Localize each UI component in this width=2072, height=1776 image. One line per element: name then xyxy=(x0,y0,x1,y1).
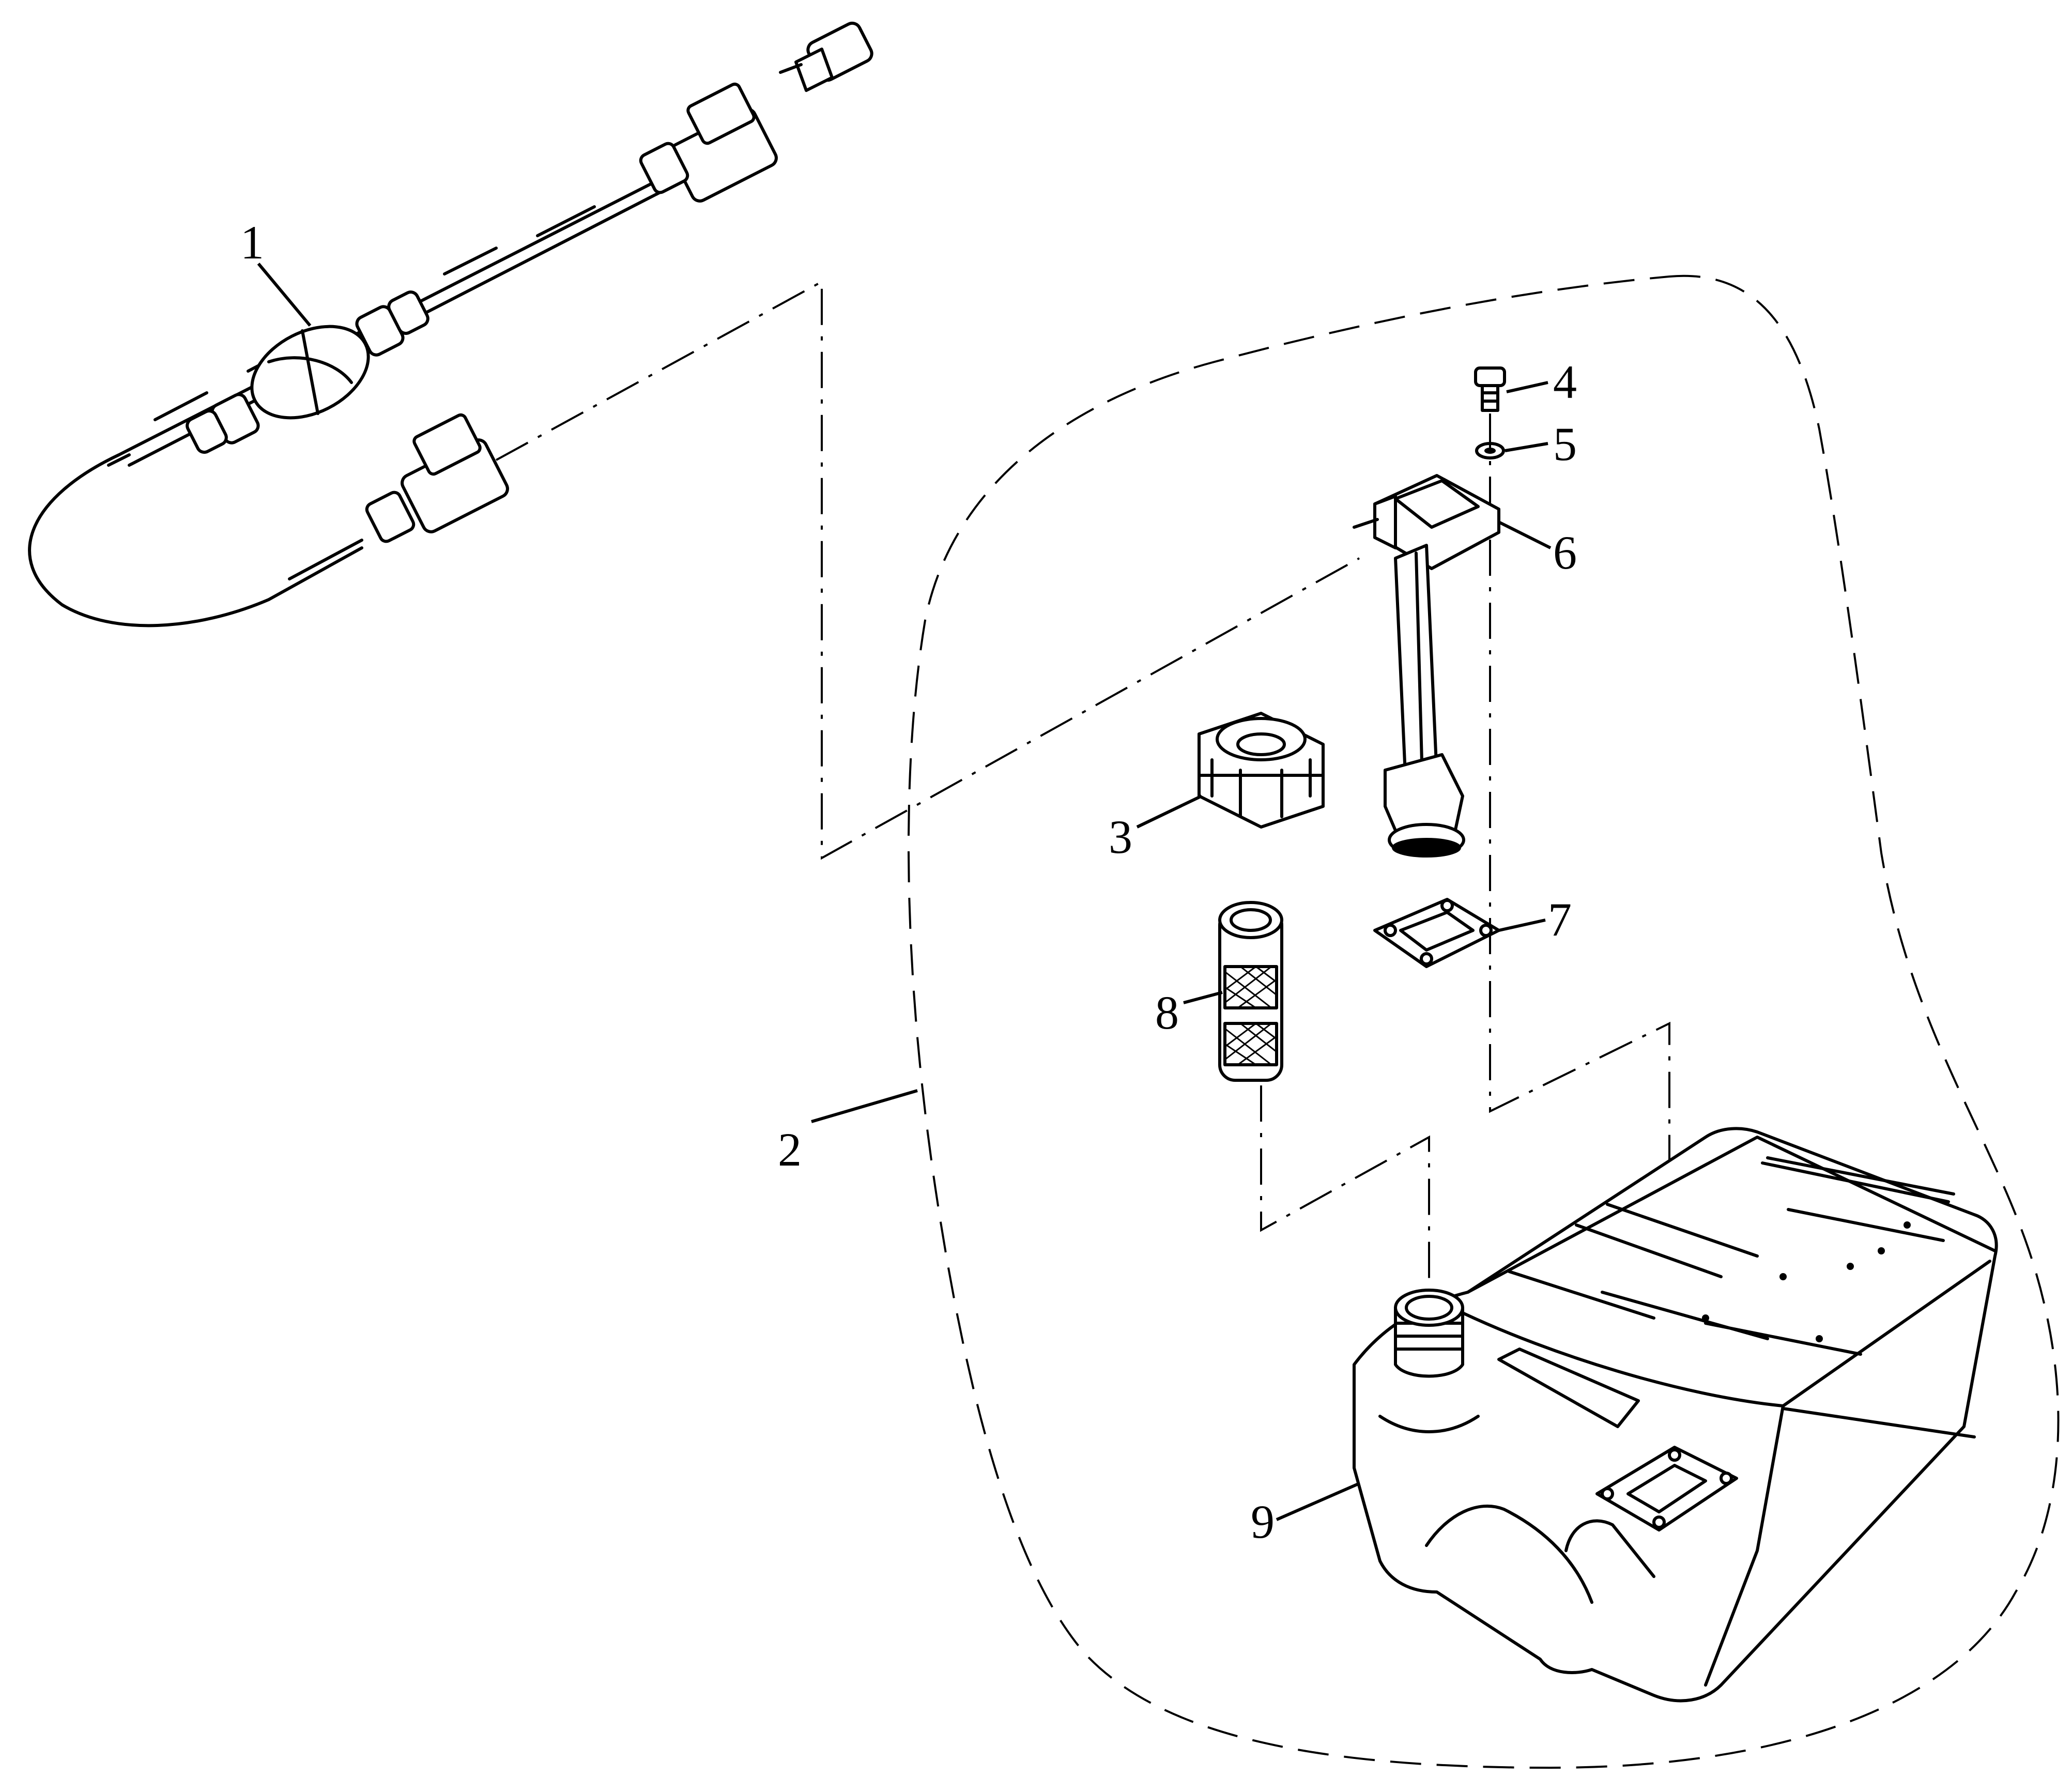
label-panel xyxy=(1497,1348,1640,1428)
float xyxy=(1198,712,1325,829)
screw xyxy=(1474,366,1506,412)
leader-3 xyxy=(1136,794,1203,829)
leader-7 xyxy=(1498,918,1546,932)
leader-2 xyxy=(811,1089,918,1123)
callout-8: 8 xyxy=(1155,986,1179,1039)
fuel-pickup-gauge xyxy=(1353,474,1500,858)
tank-assembly-boundary xyxy=(907,274,2060,1769)
engine-fitting xyxy=(779,21,873,92)
leader-4 xyxy=(1506,381,1548,393)
upper-hose-connector xyxy=(639,82,778,203)
fuel-hose-assembly xyxy=(28,21,873,627)
primer-bulb xyxy=(186,290,429,454)
callout-5: 5 xyxy=(1553,418,1577,470)
leader-8 xyxy=(1183,991,1223,1004)
filler-neck xyxy=(1394,1289,1464,1378)
leader-1 xyxy=(257,263,312,327)
filter-alignment-line xyxy=(1260,1085,1430,1282)
connector-alignment-line xyxy=(496,280,1360,860)
callout-7: 7 xyxy=(1548,893,1572,946)
leader-5 xyxy=(1505,442,1548,452)
callout-1: 1 xyxy=(240,216,264,269)
callout-2: 2 xyxy=(778,1123,802,1176)
callout-4: 4 xyxy=(1553,356,1577,408)
gasket xyxy=(1373,898,1500,968)
callout-9: 9 xyxy=(1251,1495,1275,1548)
fuel-tank xyxy=(1353,1127,1998,1703)
sender-mount-plate xyxy=(1595,1446,1738,1532)
callout-3: 3 xyxy=(1109,810,1132,863)
filter-strainer xyxy=(1218,901,1283,1082)
callout-6: 6 xyxy=(1553,526,1577,579)
lower-hose-connector xyxy=(365,413,509,543)
leader-9 xyxy=(1276,1482,1360,1521)
washer xyxy=(1475,442,1505,460)
leader-6 xyxy=(1498,520,1552,549)
